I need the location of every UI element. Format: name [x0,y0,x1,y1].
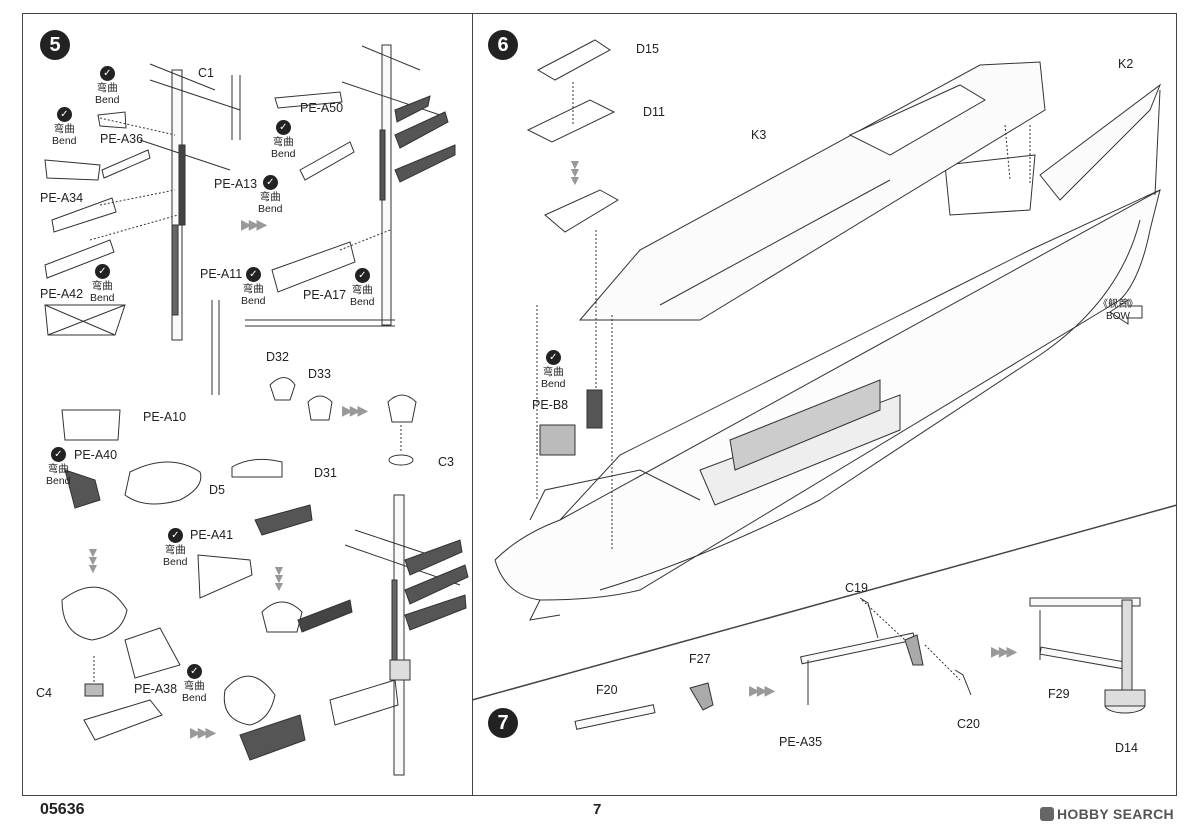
bend-icon: ✓ [56,107,72,122]
mast-1-drawing [89,63,241,395]
part-label-f20: F20 [596,683,618,697]
bow-label-cn: 《舰首》 [1098,299,1138,310]
part-label-pe-a35: PE-A35 [779,735,823,749]
part-label-d14: D14 [1115,741,1138,755]
part-label-pe-a11: PE-A11 [200,267,243,281]
part-label-d5: D5 [209,483,225,497]
step7-divider [471,504,1178,701]
part-label-c1: C1 [198,66,214,80]
next-arrow-icon: ▶▶▶ [342,402,368,418]
watermark-logo-icon [1040,807,1054,821]
part-label-pe-a38: PE-A38 [134,682,178,696]
part-label-c4: C4 [36,686,52,700]
part-label-pe-a40: PE-A40 [74,448,118,462]
bow-direction-label: 《舰首》 BOW [1098,299,1138,323]
next-arrow-icon: ▶▶▶ [190,724,216,740]
mast-3-drawing [223,494,469,776]
down-arrow-icon: ▼▼▼ [272,562,286,594]
mast-2-drawing [245,44,456,327]
panel-divider [472,13,473,796]
dome-parts [269,377,417,466]
watermark: HOBBY SEARCH [1040,806,1174,822]
page-number: 7 [593,801,602,818]
part-label-d11: D11 [643,105,666,119]
watermark-text: HOBBY SEARCH [1057,806,1174,822]
part-label-k2: K2 [1118,57,1134,71]
part-label-c19: C19 [845,581,868,595]
part-label-pe-a34: PE-A34 [40,191,84,205]
step-6-number: 6 [488,30,518,60]
bend-icon: ✓ [99,66,115,81]
part-label-pe-a10: PE-A10 [143,410,187,424]
part-label-f29: F29 [1048,687,1070,701]
bend-icon: ✓ [262,175,278,190]
part-label-c3: C3 [438,455,454,469]
radar-assembly-drawing [61,409,313,741]
truss-parts-left [44,111,151,336]
step-5-number: 5 [40,30,70,60]
bend-icon: ✓ [545,350,561,365]
part-label-pe-a50: PE-A50 [300,101,344,115]
bend-icon: ✓ [167,528,183,543]
bend-icon: ✓ [186,664,202,679]
bend-icon: ✓ [94,264,110,279]
down-arrow-icon: ▼▼▼ [86,544,100,576]
product-code: 05636 [40,801,85,818]
next-arrow-icon: ▶▶▶ [991,643,1017,659]
step-7-number: 7 [488,708,518,738]
bend-icon: ✓ [275,120,291,135]
down-arrow-icon: ▼▼▼ [568,156,582,188]
part-label-pe-a41: PE-A41 [190,528,234,542]
part-label-d15: D15 [636,42,659,56]
bow-label-en: BOW [1106,311,1130,322]
part-label-pe-a42: PE-A42 [40,287,84,301]
bend-icon: ✓ [354,268,370,283]
part-label-c20: C20 [957,717,980,731]
hull-drawing [494,39,1162,621]
part-label-pe-a13: PE-A13 [214,177,258,191]
part-label-pe-a36: PE-A36 [100,132,144,146]
bend-icon: ✓ [245,267,261,282]
bend-icon: ✓ [50,447,66,462]
part-label-k3: K3 [751,128,767,142]
part-label-f27: F27 [689,652,711,666]
next-arrow-icon: ▶▶▶ [241,216,267,232]
part-label-d32: D32 [266,350,289,364]
part-label-pe-a17: PE-A17 [303,288,347,302]
crane-drawing [574,597,1146,730]
part-label-pe-b8: PE-B8 [532,398,569,412]
part-label-d33: D33 [308,367,331,381]
page-frame [22,13,1177,796]
part-label-d31: D31 [314,466,337,480]
next-arrow-icon: ▶▶▶ [749,682,775,698]
